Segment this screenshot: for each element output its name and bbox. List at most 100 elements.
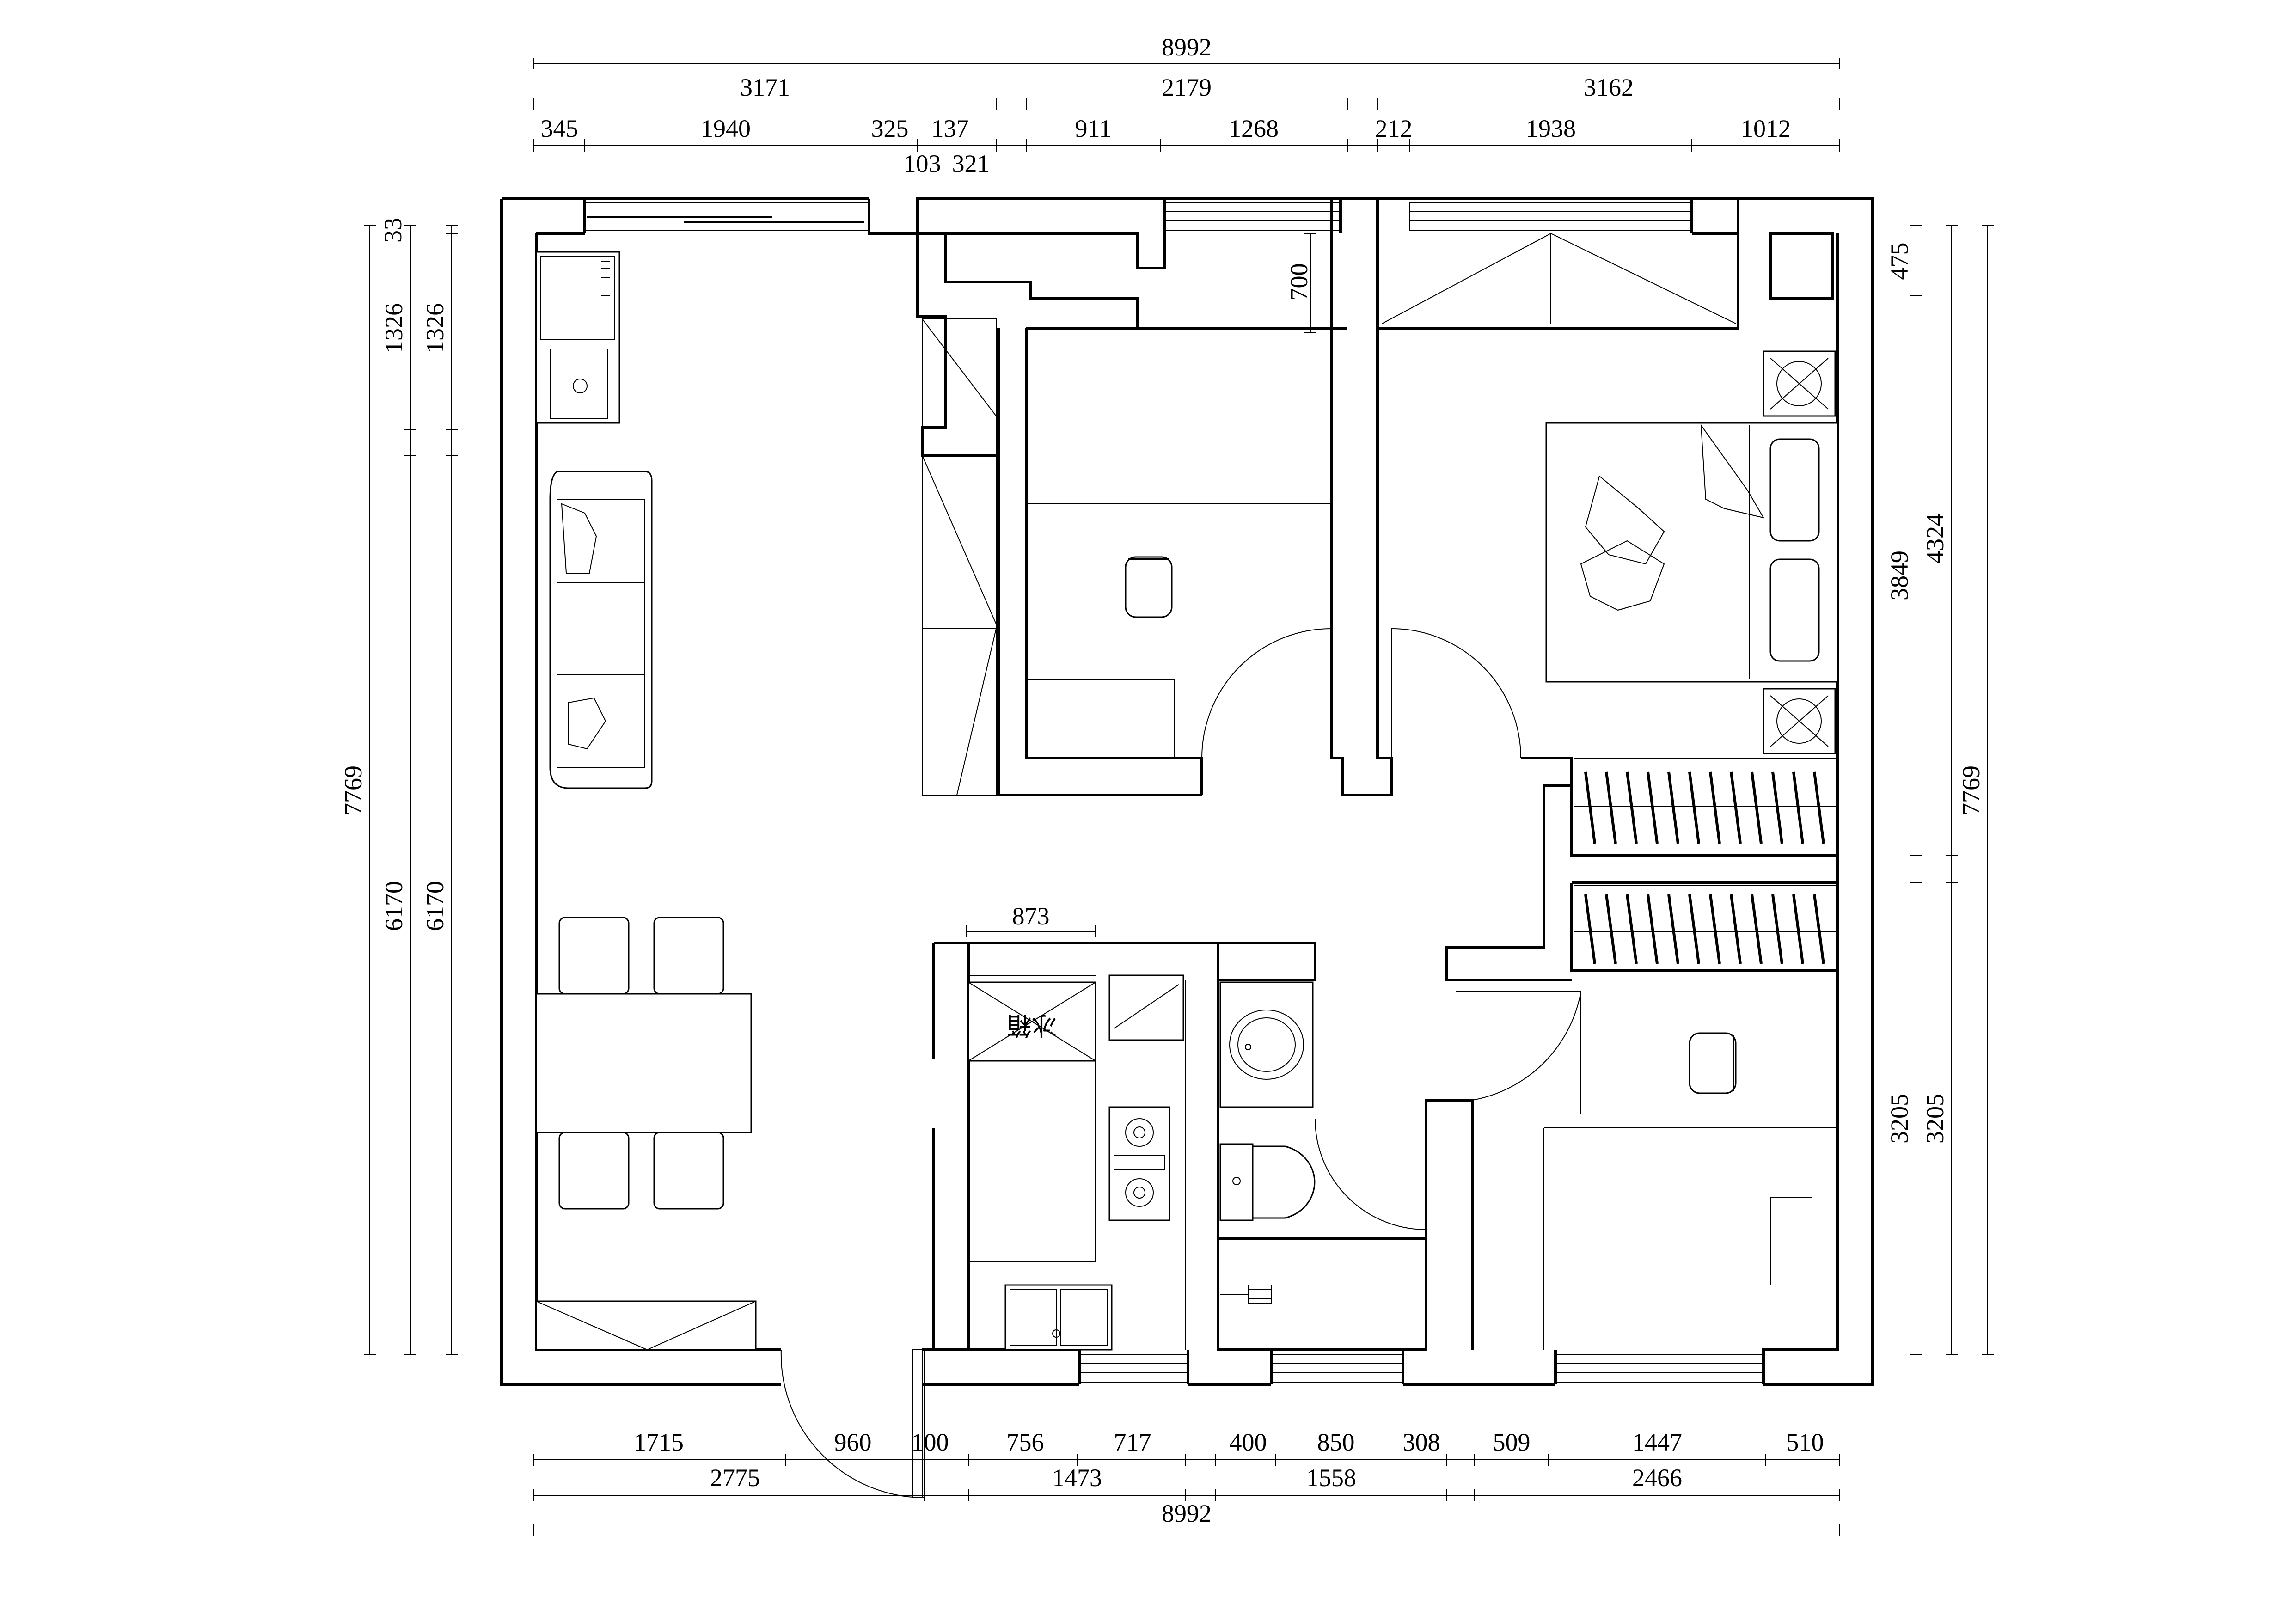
hanger-icon xyxy=(1709,894,1721,964)
counter-cabinet xyxy=(1108,974,1184,1041)
fridge-label: 冰箱 xyxy=(1007,1011,1057,1040)
dim-bottom-510: 510 xyxy=(1787,1428,1824,1456)
dim-left-6170-inner: 6170 xyxy=(421,881,449,931)
double-bed xyxy=(1545,422,1838,683)
dim-right-3205-outer: 3205 xyxy=(1921,1094,1949,1144)
desk-chair-icon xyxy=(1125,556,1173,618)
dim-bottom-960: 960 xyxy=(834,1428,872,1456)
hanger-icon xyxy=(1730,771,1742,844)
hanger-icon xyxy=(1647,771,1659,844)
top-dimensions: 8992 3171 2179 3162 345 1940 325 137 911… xyxy=(533,33,1840,178)
dim-top-345: 345 xyxy=(541,115,578,142)
right-dimensions: 475 3849 3205 4324 3205 7769 xyxy=(1886,225,1994,1355)
sofa xyxy=(549,471,653,789)
hanging-rail xyxy=(1574,885,1838,971)
study-room: 700 xyxy=(1026,233,1331,759)
dim-bottom-1473: 1473 xyxy=(1052,1464,1102,1492)
dim-bottom-1558: 1558 xyxy=(1306,1464,1356,1492)
dim-bottom-2466: 2466 xyxy=(1632,1464,1682,1492)
dim-top-325: 325 xyxy=(871,115,909,142)
bottom-dimensions: 1715 960 100 756 717 400 850 308 509 144… xyxy=(533,1428,1840,1536)
dim-top-1938: 1938 xyxy=(1526,115,1576,142)
master-bedroom xyxy=(1382,233,1838,856)
wardrobe-column xyxy=(922,318,997,796)
shoe-cabinet xyxy=(535,1300,757,1351)
kitchen-sink-icon xyxy=(1004,1284,1113,1351)
hanger-icon xyxy=(1605,894,1617,964)
dim-top-212: 212 xyxy=(1375,115,1413,142)
hanger-icon xyxy=(1647,894,1659,964)
shower-icon xyxy=(1220,1285,1272,1304)
dim-bottom-308: 308 xyxy=(1403,1428,1440,1456)
dim-top-103: 103 xyxy=(904,150,941,178)
dim-right-4324: 4324 xyxy=(1921,514,1949,563)
sink-icon xyxy=(573,379,588,393)
bathroom xyxy=(1219,981,1316,1304)
hanging-rail xyxy=(1574,758,1838,856)
dim-right-3205-inner: 3205 xyxy=(1886,1094,1913,1144)
hanger-icon xyxy=(1667,894,1679,964)
vanity xyxy=(1219,981,1314,1108)
dim-left-total: 7769 xyxy=(339,765,367,815)
stove-icon xyxy=(1108,1106,1170,1221)
dim-right-3849: 3849 xyxy=(1886,551,1913,600)
hanger-icon xyxy=(1584,771,1596,844)
dim-left-6170-outer: 6170 xyxy=(380,881,408,931)
washbasin-icon xyxy=(1229,1010,1304,1080)
pillow xyxy=(1769,558,1820,662)
dim-bottom-850: 850 xyxy=(1317,1428,1355,1456)
dim-bottom-2775: 2775 xyxy=(710,1464,760,1492)
dim-kitchen-873: 873 xyxy=(1012,902,1050,930)
hanger-icon xyxy=(1688,771,1700,844)
hanger-icon xyxy=(1771,894,1783,964)
dim-right-475: 475 xyxy=(1886,243,1913,280)
hanger-icon xyxy=(1813,894,1825,964)
dim-top-3171: 3171 xyxy=(740,73,790,101)
hanger-icon xyxy=(1751,894,1763,964)
dim-bottom-509: 509 xyxy=(1493,1428,1531,1456)
hanger-icon xyxy=(1813,771,1825,844)
dim-bottom-1447: 1447 xyxy=(1632,1428,1682,1456)
dim-top-911: 911 xyxy=(1075,115,1112,142)
dim-top-137: 137 xyxy=(931,115,969,142)
hanger-icon xyxy=(1751,771,1763,844)
chair xyxy=(653,1132,724,1210)
hanger-icon xyxy=(1584,894,1596,964)
dim-bottom-1715: 1715 xyxy=(634,1428,684,1456)
hanger-icon xyxy=(1792,894,1804,964)
dim-top-total: 8992 xyxy=(1162,33,1212,61)
dim-bottom-400: 400 xyxy=(1230,1428,1267,1456)
hanger-icon xyxy=(1730,894,1742,964)
hanger-icon xyxy=(1771,771,1783,844)
hanger-icon xyxy=(1792,771,1804,844)
dim-bottom-717: 717 xyxy=(1114,1428,1151,1456)
dim-top-3162: 3162 xyxy=(1584,73,1634,101)
dim-top-321: 321 xyxy=(952,150,990,178)
dim-left-1326-inner: 1326 xyxy=(421,303,449,353)
dim-top-1940: 1940 xyxy=(701,115,751,142)
dim-bottom-total: 8992 xyxy=(1162,1500,1212,1527)
dim-left-1326-outer: 1326 xyxy=(380,303,408,353)
living-room xyxy=(535,251,997,1351)
dim-top-2179: 2179 xyxy=(1162,73,1212,101)
hanger-icon xyxy=(1688,894,1700,964)
left-dimensions: 7769 1326 6170 33 1326 6170 xyxy=(339,218,458,1355)
chair xyxy=(558,917,630,995)
toilet-icon xyxy=(1219,1143,1316,1221)
hanger-icon xyxy=(1626,771,1638,844)
desk-item xyxy=(1770,1197,1812,1285)
hangers xyxy=(1584,894,1825,964)
chair xyxy=(653,917,724,995)
dim-top-1012: 1012 xyxy=(1741,115,1791,142)
chair xyxy=(558,1132,630,1210)
dim-study-700: 700 xyxy=(1285,263,1313,301)
dim-left-33: 33 xyxy=(379,218,407,243)
second-bedroom xyxy=(1543,885,1838,1350)
desk-chair-icon xyxy=(1689,1032,1737,1094)
hanger-icon xyxy=(1709,771,1721,844)
dining-table xyxy=(535,917,752,1210)
hanger-icon xyxy=(1605,771,1617,844)
hangers xyxy=(1584,771,1825,844)
hanger-icon xyxy=(1626,894,1638,964)
